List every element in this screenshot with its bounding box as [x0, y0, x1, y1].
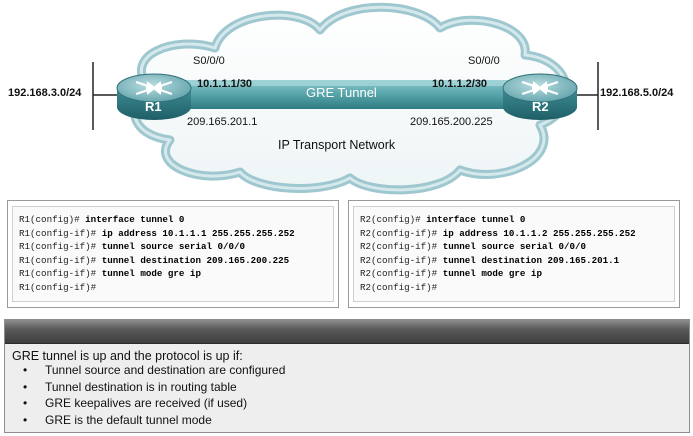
r1-tunnel-ip-label: 10.1.1.1/30	[197, 78, 252, 90]
config-line: R2(config-if)#	[360, 281, 674, 295]
r2-config-terminal: R2(config)# interface tunnel 0 R2(config…	[353, 206, 675, 302]
ip-transport-network-label: IP Transport Network	[278, 138, 395, 152]
list-item: •GRE is the default tunnel mode	[23, 412, 285, 429]
config-line: R2(config)# interface tunnel 0	[360, 213, 674, 227]
config-line: R2(config-if)# tunnel mode gre ip	[360, 267, 674, 281]
config-line: R1(config-if)# tunnel destination 209.16…	[19, 254, 333, 268]
notes-title: GRE tunnel is up and the protocol is up …	[12, 349, 243, 363]
notes-list: •Tunnel source and destination are confi…	[23, 362, 285, 428]
r1-lan-label: 192.168.3.0/24	[8, 87, 81, 99]
r2-config-panel: R2(config)# interface tunnel 0 R2(config…	[348, 200, 680, 308]
config-line: R1(config-if)# tunnel mode gre ip	[19, 267, 333, 281]
r2-public-ip-label: 209.165.200.225	[410, 116, 493, 128]
r2-lan-label: 192.168.5.0/24	[600, 87, 673, 99]
r1-public-ip-label: 209.165.201.1	[187, 116, 257, 128]
bullet-icon: •	[23, 412, 27, 429]
config-line: R1(config-if)#	[19, 281, 333, 295]
config-line: R2(config-if)# ip address 10.1.1.2 255.2…	[360, 227, 674, 241]
list-item: •GRE keepalives are received (if used)	[23, 395, 285, 412]
config-line: R1(config-if)# ip address 10.1.1.1 255.2…	[19, 227, 333, 241]
bullet-icon: •	[23, 362, 27, 379]
r2-interface-label: S0/0/0	[468, 55, 500, 67]
bullet-icon: •	[23, 379, 27, 396]
bullet-icon: •	[23, 395, 27, 412]
topology-diagram: 192.168.3.0/24 192.168.5.0/24 R1 R2 S0/0…	[0, 0, 693, 195]
list-item: •Tunnel source and destination are confi…	[23, 362, 285, 379]
r1-name-label: R1	[145, 99, 162, 114]
config-line: R1(config-if)# tunnel source serial 0/0/…	[19, 240, 333, 254]
list-item: •Tunnel destination is in routing table	[23, 379, 285, 396]
r1-config-terminal: R1(config)# interface tunnel 0 R1(config…	[12, 206, 334, 302]
r1-config-panel: R1(config)# interface tunnel 0 R1(config…	[7, 200, 339, 308]
config-line: R2(config-if)# tunnel source serial 0/0/…	[360, 240, 674, 254]
r2-name-label: R2	[532, 99, 549, 114]
config-line: R1(config)# interface tunnel 0	[19, 213, 333, 227]
r1-interface-label: S0/0/0	[193, 55, 225, 67]
config-line: R2(config-if)# tunnel destination 209.16…	[360, 254, 674, 268]
gre-tunnel-label: GRE Tunnel	[306, 85, 377, 100]
notes-panel: GRE tunnel is up and the protocol is up …	[4, 319, 690, 433]
r2-tunnel-ip-label: 10.1.1.2/30	[432, 78, 487, 90]
notes-header-bar	[5, 320, 689, 344]
